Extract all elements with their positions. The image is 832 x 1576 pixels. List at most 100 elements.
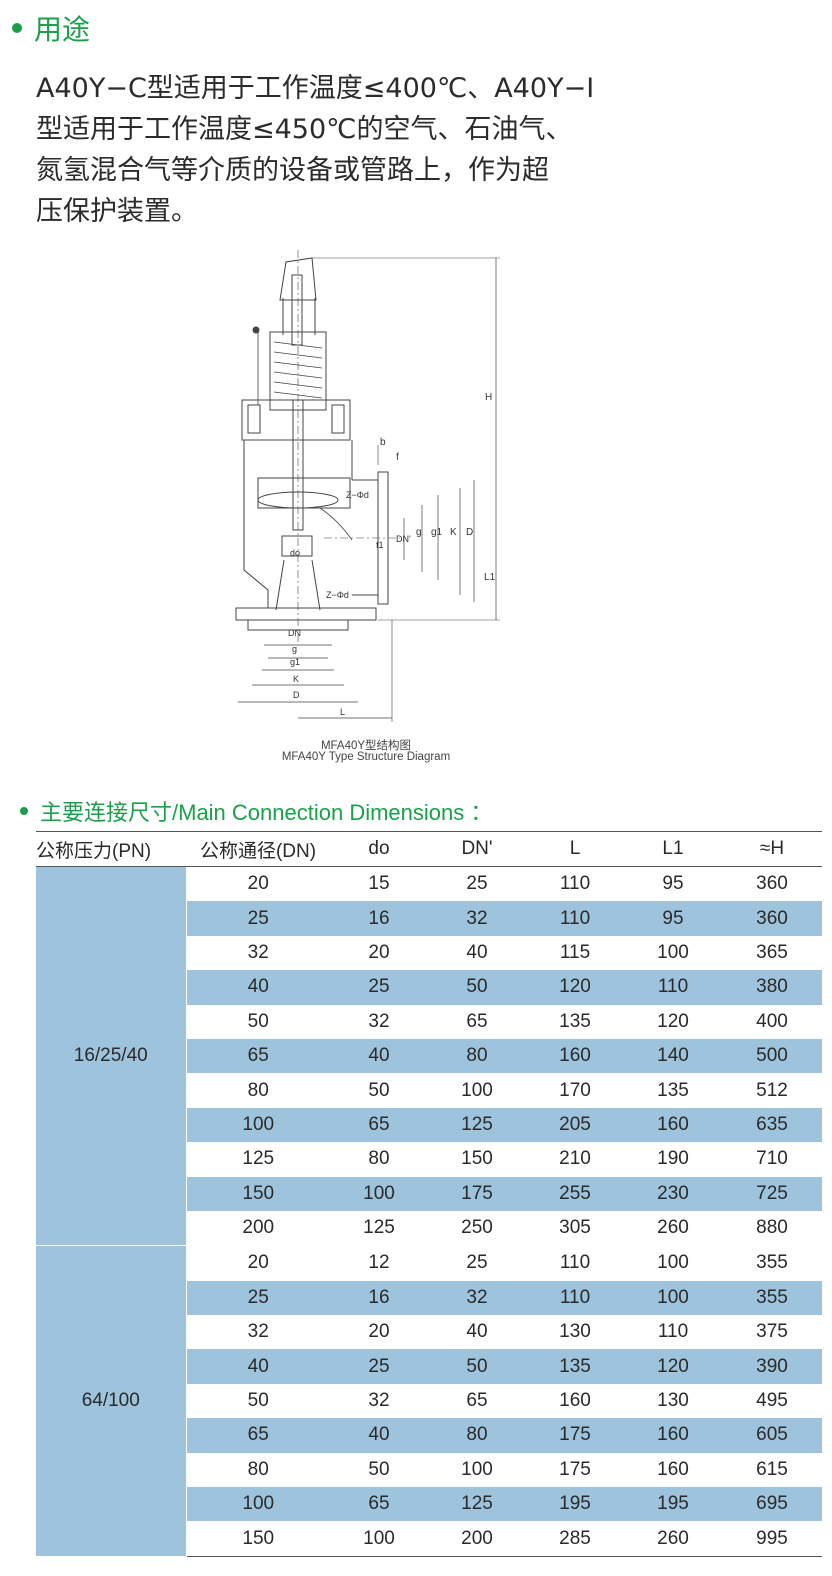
table-cell: 100: [461, 1458, 493, 1480]
usage-line: 型适用于工作温度≤450℃的空气、石油气、: [36, 114, 573, 145]
table-cell: 390: [722, 1349, 822, 1384]
table-cell: 260: [624, 1521, 722, 1557]
table-cell: 25: [428, 866, 526, 902]
table-cell: 20: [186, 866, 330, 902]
label-f1: f1: [376, 540, 384, 550]
label-K-outlet: K: [450, 527, 457, 538]
table-cell: 50: [368, 1079, 390, 1101]
table-cell: 100: [461, 1079, 493, 1101]
label-DN: DN: [288, 628, 301, 638]
table-cell: 65: [466, 1390, 488, 1412]
table-cell: 16: [330, 1280, 428, 1316]
table-cell: 200: [242, 1217, 275, 1239]
table-cell: 135: [559, 1010, 591, 1032]
column-header: 公称通径(DN): [186, 831, 330, 867]
table-cell: 120: [526, 970, 624, 1005]
table-cell: 50: [368, 1458, 390, 1480]
table-cell: 110: [526, 901, 624, 936]
label-D-inlet: D: [293, 690, 300, 700]
label-g-outlet: g: [416, 527, 422, 538]
table-cell: 120: [624, 1349, 722, 1384]
bullet-icon: [12, 23, 22, 33]
valve-body: [243, 440, 353, 608]
table-cell: 40: [330, 1418, 428, 1453]
column-header: L1: [624, 831, 722, 867]
table-cell: 135: [657, 1079, 689, 1101]
table-cell: 995: [722, 1521, 822, 1557]
table-cell: 230: [624, 1176, 722, 1211]
valve-disc: [281, 535, 313, 557]
label-zphi-inlet: Z−Φd: [326, 590, 349, 600]
table-cell: 32: [247, 941, 269, 963]
table-cell: 355: [722, 1245, 822, 1281]
table-cell: 65: [330, 1487, 428, 1522]
table-cell: 175: [526, 1418, 624, 1453]
table-cell: 50: [428, 970, 526, 1005]
table-cell: 360: [722, 866, 822, 902]
label-g-inlet: g: [292, 644, 297, 654]
table-cell: 710: [756, 1148, 788, 1170]
table-cell: 135: [526, 1349, 624, 1384]
table-cell: 100: [186, 1107, 330, 1143]
table-cell: 40: [466, 1321, 488, 1343]
table-cell: 615: [756, 1458, 788, 1480]
column-header: do: [330, 831, 428, 867]
table-cell: 880: [756, 1217, 788, 1239]
table-cell: 125: [363, 1217, 395, 1239]
table-cell: 100: [186, 1487, 330, 1522]
table-cell: 100: [330, 1521, 428, 1557]
diagram-caption-en: MFA40Y Type Structure Diagram: [281, 751, 451, 763]
table-cell: 40: [330, 1038, 428, 1074]
table-cell: 355: [722, 1280, 822, 1316]
table-cell: 20: [186, 1245, 330, 1281]
table-cell: 100: [657, 941, 689, 963]
table-cell: 195: [526, 1487, 624, 1522]
table-cell: 25: [428, 1245, 526, 1281]
pressure-class-cell: 16/25/40: [36, 865, 187, 1246]
label-H: H: [485, 392, 492, 403]
table-cell: 125: [428, 1107, 526, 1143]
table-cell: 400: [756, 1010, 788, 1032]
table-cell: 100: [624, 1245, 722, 1281]
table-cell: 40: [186, 1349, 330, 1384]
table-cell: 190: [657, 1148, 689, 1170]
diagram-caption-cn: MFA40Y型结构图: [320, 740, 412, 752]
label-do: do: [290, 548, 300, 558]
table-cell: 25: [186, 1280, 330, 1316]
bullet-icon: [20, 807, 28, 815]
table-cell: 160: [624, 1107, 722, 1143]
valve-stem-top: [291, 274, 303, 346]
nozzle: [275, 559, 321, 611]
inlet-flange: [235, 607, 377, 621]
table-cell: 65: [186, 1418, 330, 1453]
dimensions-title: 主要连接尺寸/Main Connection Dimensions ：: [40, 800, 493, 825]
table-cell: 95: [624, 866, 722, 902]
label-L: L: [340, 707, 345, 717]
table-cell: 695: [722, 1487, 822, 1522]
table-cell: 210: [559, 1148, 591, 1170]
table-cell: 150: [186, 1521, 330, 1557]
dimensions-heading: 主要连接尺寸/Main Connection Dimensions ：: [20, 795, 492, 827]
table-cell: 380: [722, 970, 822, 1005]
table-cell: 130: [559, 1321, 591, 1343]
table-cell: 80: [247, 1079, 269, 1101]
table-cell: 365: [756, 941, 788, 963]
label-zphi-outlet: Z−Φd: [346, 490, 369, 500]
usage-line: A40Y−C型适用于工作温度≤400℃、A40Y−I: [36, 73, 595, 104]
table-cell: 80: [247, 1458, 269, 1480]
table-cell: 495: [756, 1390, 788, 1412]
